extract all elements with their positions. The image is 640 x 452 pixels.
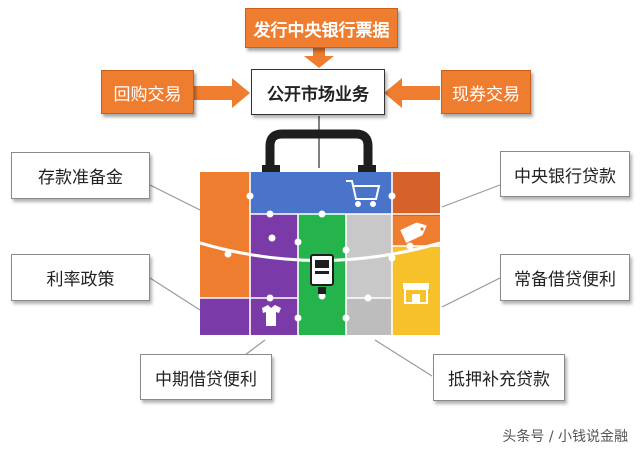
connector-interest-rate: [149, 277, 201, 311]
arrow-down-from-top: [304, 48, 334, 68]
connector-central-bank-loan: [441, 184, 501, 208]
arrow-right-from-left: [194, 78, 250, 108]
connector-psl: [374, 339, 433, 377]
shopping-cart-icon: [346, 180, 381, 207]
watermark-text: 头条号 / 小钱说金融: [502, 429, 628, 445]
center-box-open-market: 公开市场业务: [251, 69, 385, 115]
tshirt-icon: [262, 305, 281, 326]
box-mlf: 中期借贷便利: [140, 354, 272, 400]
lock-icon: [310, 254, 334, 294]
box-central-bank-loan: 中央银行贷款: [500, 151, 630, 197]
box-slf: 常备借贷便利: [500, 254, 630, 301]
bag-piece-darkorange-right: [392, 172, 440, 216]
box-deposit-reserve: 存款准备金: [11, 152, 150, 199]
box-psl: 抵押补充贷款: [433, 354, 565, 401]
right-box-outright-transactions: 现券交易: [441, 70, 531, 114]
storefront-icon: [403, 283, 429, 304]
price-tag-icon: [400, 222, 427, 243]
left-box-repo-transactions: 回购交易: [101, 70, 194, 114]
bag-piece-gray-bottom: [346, 298, 392, 335]
top-box-central-bank-bills: 发行中央银行票据: [245, 8, 398, 48]
bag-piece-orange-left: [200, 172, 250, 298]
bag-handle-foot-left: [262, 165, 280, 174]
connector-mlf: [244, 339, 266, 356]
box-interest-rate-policy: 利率政策: [11, 254, 150, 301]
bag-puzzle-knobs: [224, 192, 414, 322]
bag-piece-yellow: [392, 246, 440, 335]
bag-handle-foot-right: [358, 165, 376, 174]
bag-piece-purple-bottom: [200, 298, 298, 335]
bag-piece-blue-top: [250, 172, 392, 214]
connector-deposit-reserve: [149, 184, 201, 211]
bag-handle: [265, 129, 373, 172]
connector-slf: [441, 277, 501, 308]
arrow-left-from-right: [384, 78, 440, 108]
